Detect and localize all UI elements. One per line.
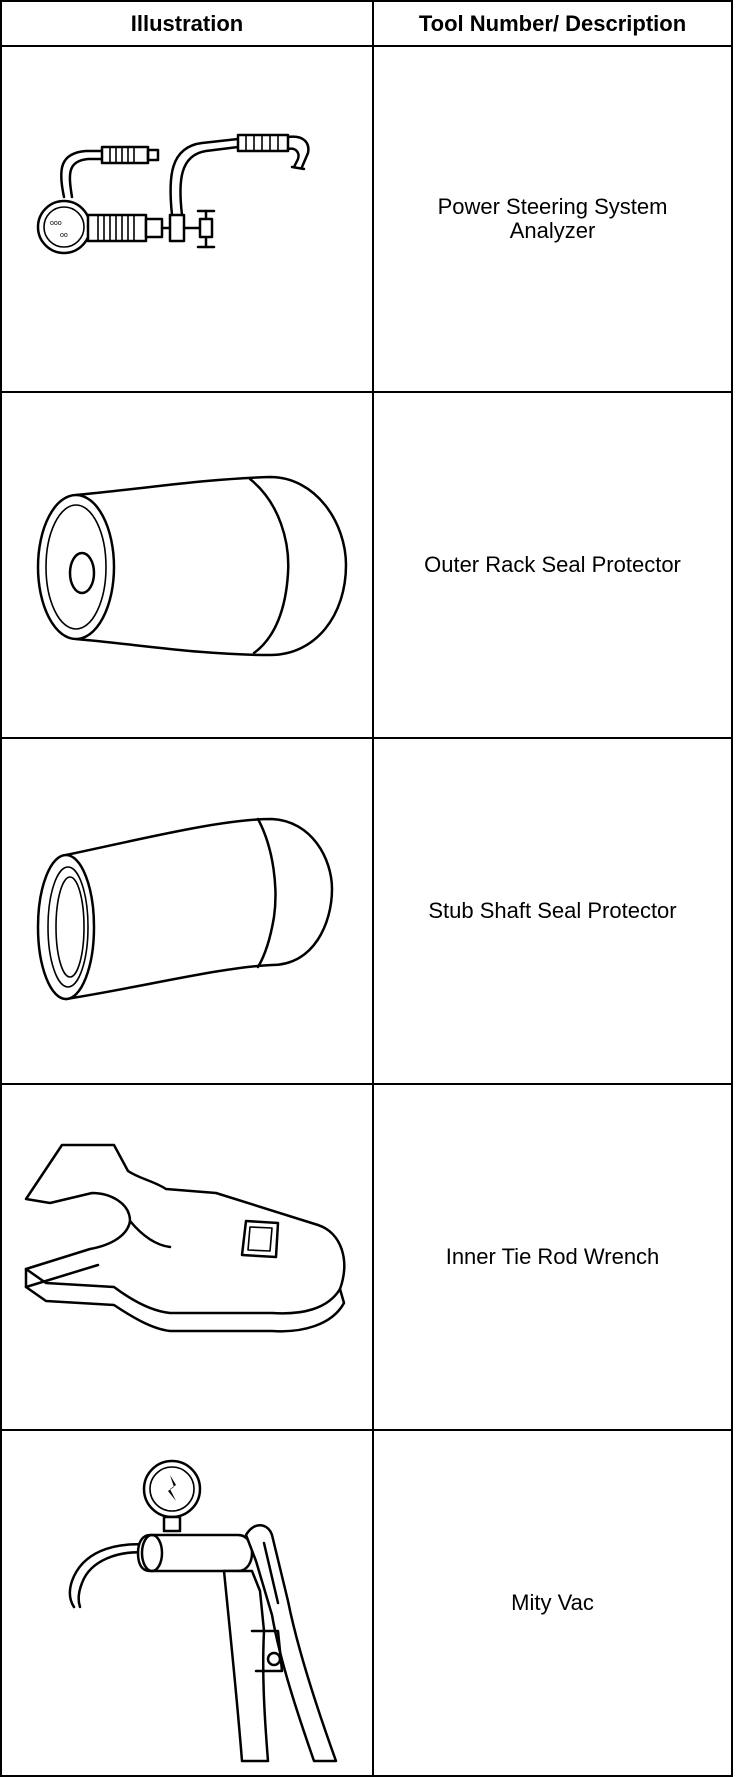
illustration-cell	[0, 1429, 374, 1777]
outer-rack-seal-protector-icon	[36, 475, 348, 657]
illustration-cell	[0, 737, 374, 1085]
table-row: Outer Rack Seal Protector	[0, 391, 733, 739]
tool-description-line1: Inner Tie Rod Wrench	[445, 1244, 660, 1269]
table-row: ooo oo	[0, 45, 733, 393]
mity-vac-icon	[68, 1459, 338, 1763]
tool-description-line1: Stub Shaft Seal Protector	[428, 898, 677, 923]
tool-description-line1: Power Steering System	[437, 194, 668, 219]
tool-description-line2: Analyzer	[509, 218, 596, 243]
stub-shaft-seal-protector-icon	[36, 817, 334, 1001]
illustration-cell	[0, 1083, 374, 1431]
tool-description-line1: Mity Vac	[511, 1590, 594, 1615]
illustration-cell: ooo oo	[0, 45, 374, 393]
svg-text:oo: oo	[60, 232, 68, 239]
tool-description-cell: Outer Rack Seal Protector	[372, 391, 733, 739]
table-row: Inner Tie Rod Wrench	[0, 1083, 733, 1431]
illustration-cell	[0, 391, 374, 739]
tool-description-line1: Outer Rack Seal Protector	[424, 552, 681, 577]
header-illustration: Illustration	[0, 0, 374, 47]
header-tool-description: Tool Number/ Description	[372, 0, 733, 47]
table-row: Mity Vac	[0, 1429, 733, 1777]
special-tools-table: Illustration Tool Number/ Description	[0, 0, 733, 1777]
inner-tie-rod-wrench-icon	[24, 1143, 346, 1333]
tool-description-cell: Power Steering System Analyzer	[372, 45, 733, 393]
svg-text:ooo: ooo	[50, 220, 62, 227]
table-row: Stub Shaft Seal Protector	[0, 737, 733, 1085]
power-steering-analyzer-icon: ooo oo	[36, 133, 310, 255]
tool-description-cell: Inner Tie Rod Wrench	[372, 1083, 733, 1431]
tool-description-cell: Mity Vac	[372, 1429, 733, 1777]
tool-description-cell: Stub Shaft Seal Protector	[372, 737, 733, 1085]
table-header-row: Illustration Tool Number/ Description	[0, 0, 733, 47]
